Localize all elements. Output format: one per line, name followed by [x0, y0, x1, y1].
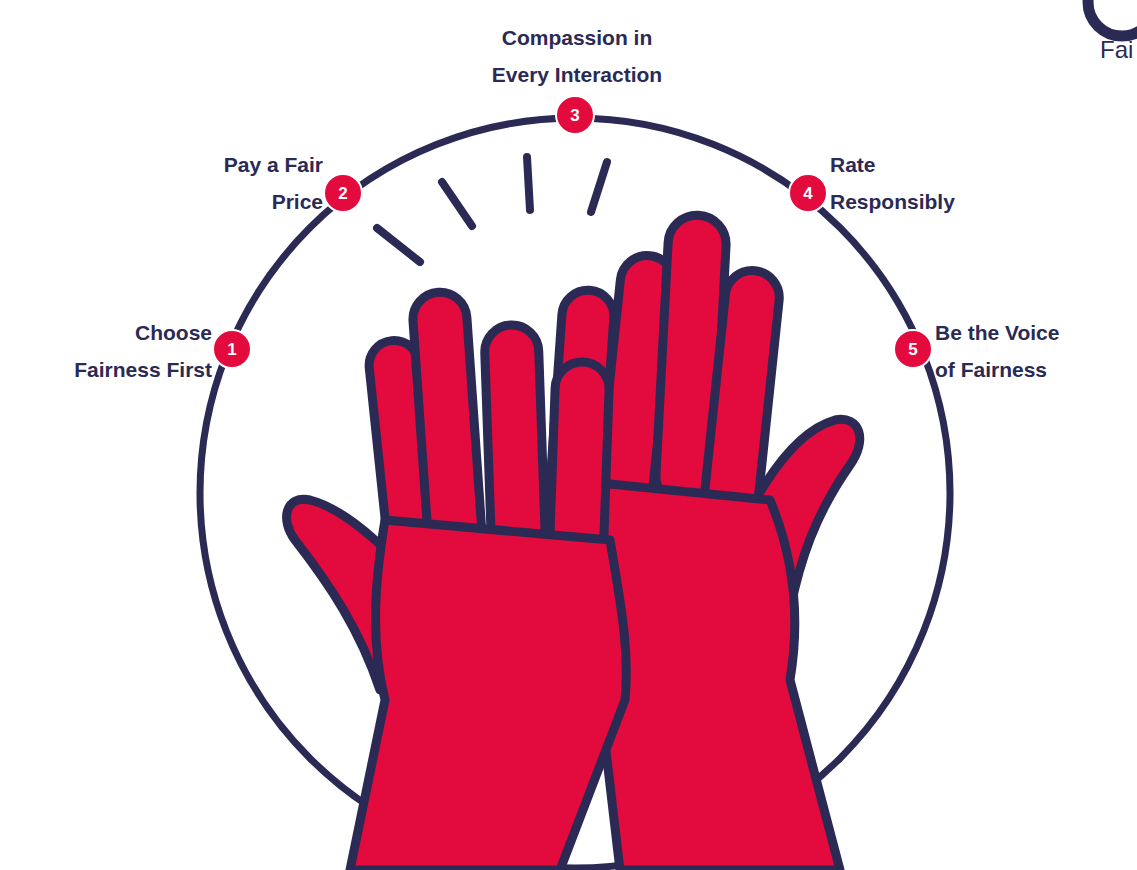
step-label: Pay a Fair Price — [203, 146, 323, 220]
palm — [350, 520, 626, 870]
spark-line — [591, 162, 607, 212]
spark-line — [377, 228, 420, 262]
callout-number: 3 — [570, 107, 579, 124]
step-label: Compassion in Every Interaction — [482, 19, 672, 93]
callout-number: 2 — [338, 185, 347, 202]
callout-number: 4 — [803, 185, 812, 202]
logo-mark — [1088, 0, 1137, 36]
step-label: Be the Voice of Fairness — [935, 314, 1070, 388]
left-hand — [287, 290, 627, 870]
numbered-dot: 2Pay a Fair Price — [323, 173, 363, 213]
finger — [411, 290, 483, 553]
spark-lines — [377, 157, 607, 262]
callout-number: 1 — [227, 341, 236, 358]
spark-line — [442, 182, 472, 226]
spark-line — [527, 157, 530, 210]
numbered-dot: 1Choose Fairness First — [212, 329, 252, 369]
callout-number: 5 — [908, 341, 917, 358]
step-label: Choose Fairness First — [67, 314, 212, 388]
numbered-dot: 5Be the Voice of Fairness — [893, 329, 933, 369]
numbered-dot: 4Rate Responsibly — [788, 173, 828, 213]
logo-text: Fai — [1100, 38, 1133, 62]
numbered-dot: 3Compassion in Every Interaction — [555, 95, 595, 135]
step-label: Rate Responsibly — [830, 146, 965, 220]
